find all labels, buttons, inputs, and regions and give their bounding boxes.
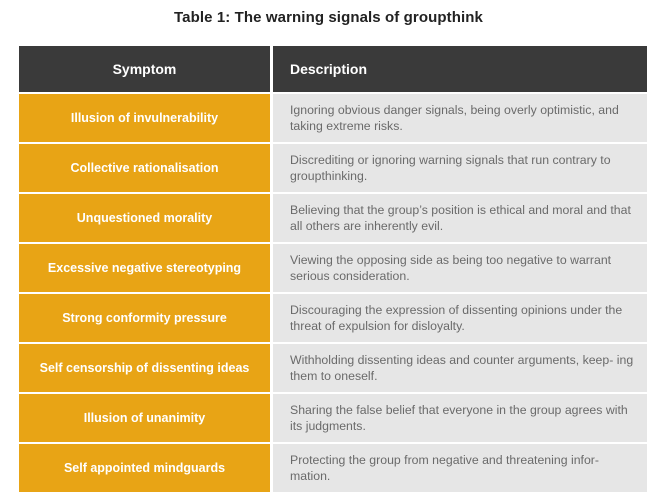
symptom-cell: Self appointed mindguards [19, 444, 270, 492]
table-row: Illusion of invulnerability Ignoring obv… [19, 94, 647, 142]
symptom-cell: Excessive negative stereotyping [19, 244, 270, 292]
symptom-cell: Strong conformity pressure [19, 294, 270, 342]
description-cell: Believing that the group’s position is e… [273, 194, 647, 242]
table-row: Self censorship of dissenting ideas With… [19, 344, 647, 392]
table-row: Unquestioned morality Believing that the… [19, 194, 647, 242]
description-cell: Protecting the group from negative and t… [273, 444, 647, 492]
description-cell: Discrediting or ignoring warning signals… [273, 144, 647, 192]
header-description: Description [273, 46, 647, 92]
symptom-cell: Self censorship of dissenting ideas [19, 344, 270, 392]
description-cell: Viewing the opposing side as being too n… [273, 244, 647, 292]
description-cell: Withholding dissenting ideas and counter… [273, 344, 647, 392]
header-symptom: Symptom [19, 46, 270, 92]
table-header: Symptom Description [19, 46, 647, 92]
symptom-cell: Illusion of invulnerability [19, 94, 270, 142]
symptom-cell: Illusion of unanimity [19, 394, 270, 442]
description-cell: Ignoring obvious danger signals, being o… [273, 94, 647, 142]
table-row: Illusion of unanimity Sharing the false … [19, 394, 647, 442]
table-row: Self appointed mindguards Protecting the… [19, 444, 647, 492]
description-cell: Discouraging the expression of dissentin… [273, 294, 647, 342]
table-row: Excessive negative stereotyping Viewing … [19, 244, 647, 292]
groupthink-table: Symptom Description Illusion of invulner… [19, 46, 647, 494]
description-cell: Sharing the false belief that everyone i… [273, 394, 647, 442]
symptom-cell: Collective rationalisation [19, 144, 270, 192]
table-row: Collective rationalisation Discrediting … [19, 144, 647, 192]
symptom-cell: Unquestioned morality [19, 194, 270, 242]
table-row: Strong conformity pressure Discouraging … [19, 294, 647, 342]
table-caption: Table 1: The warning signals of groupthi… [174, 9, 483, 26]
